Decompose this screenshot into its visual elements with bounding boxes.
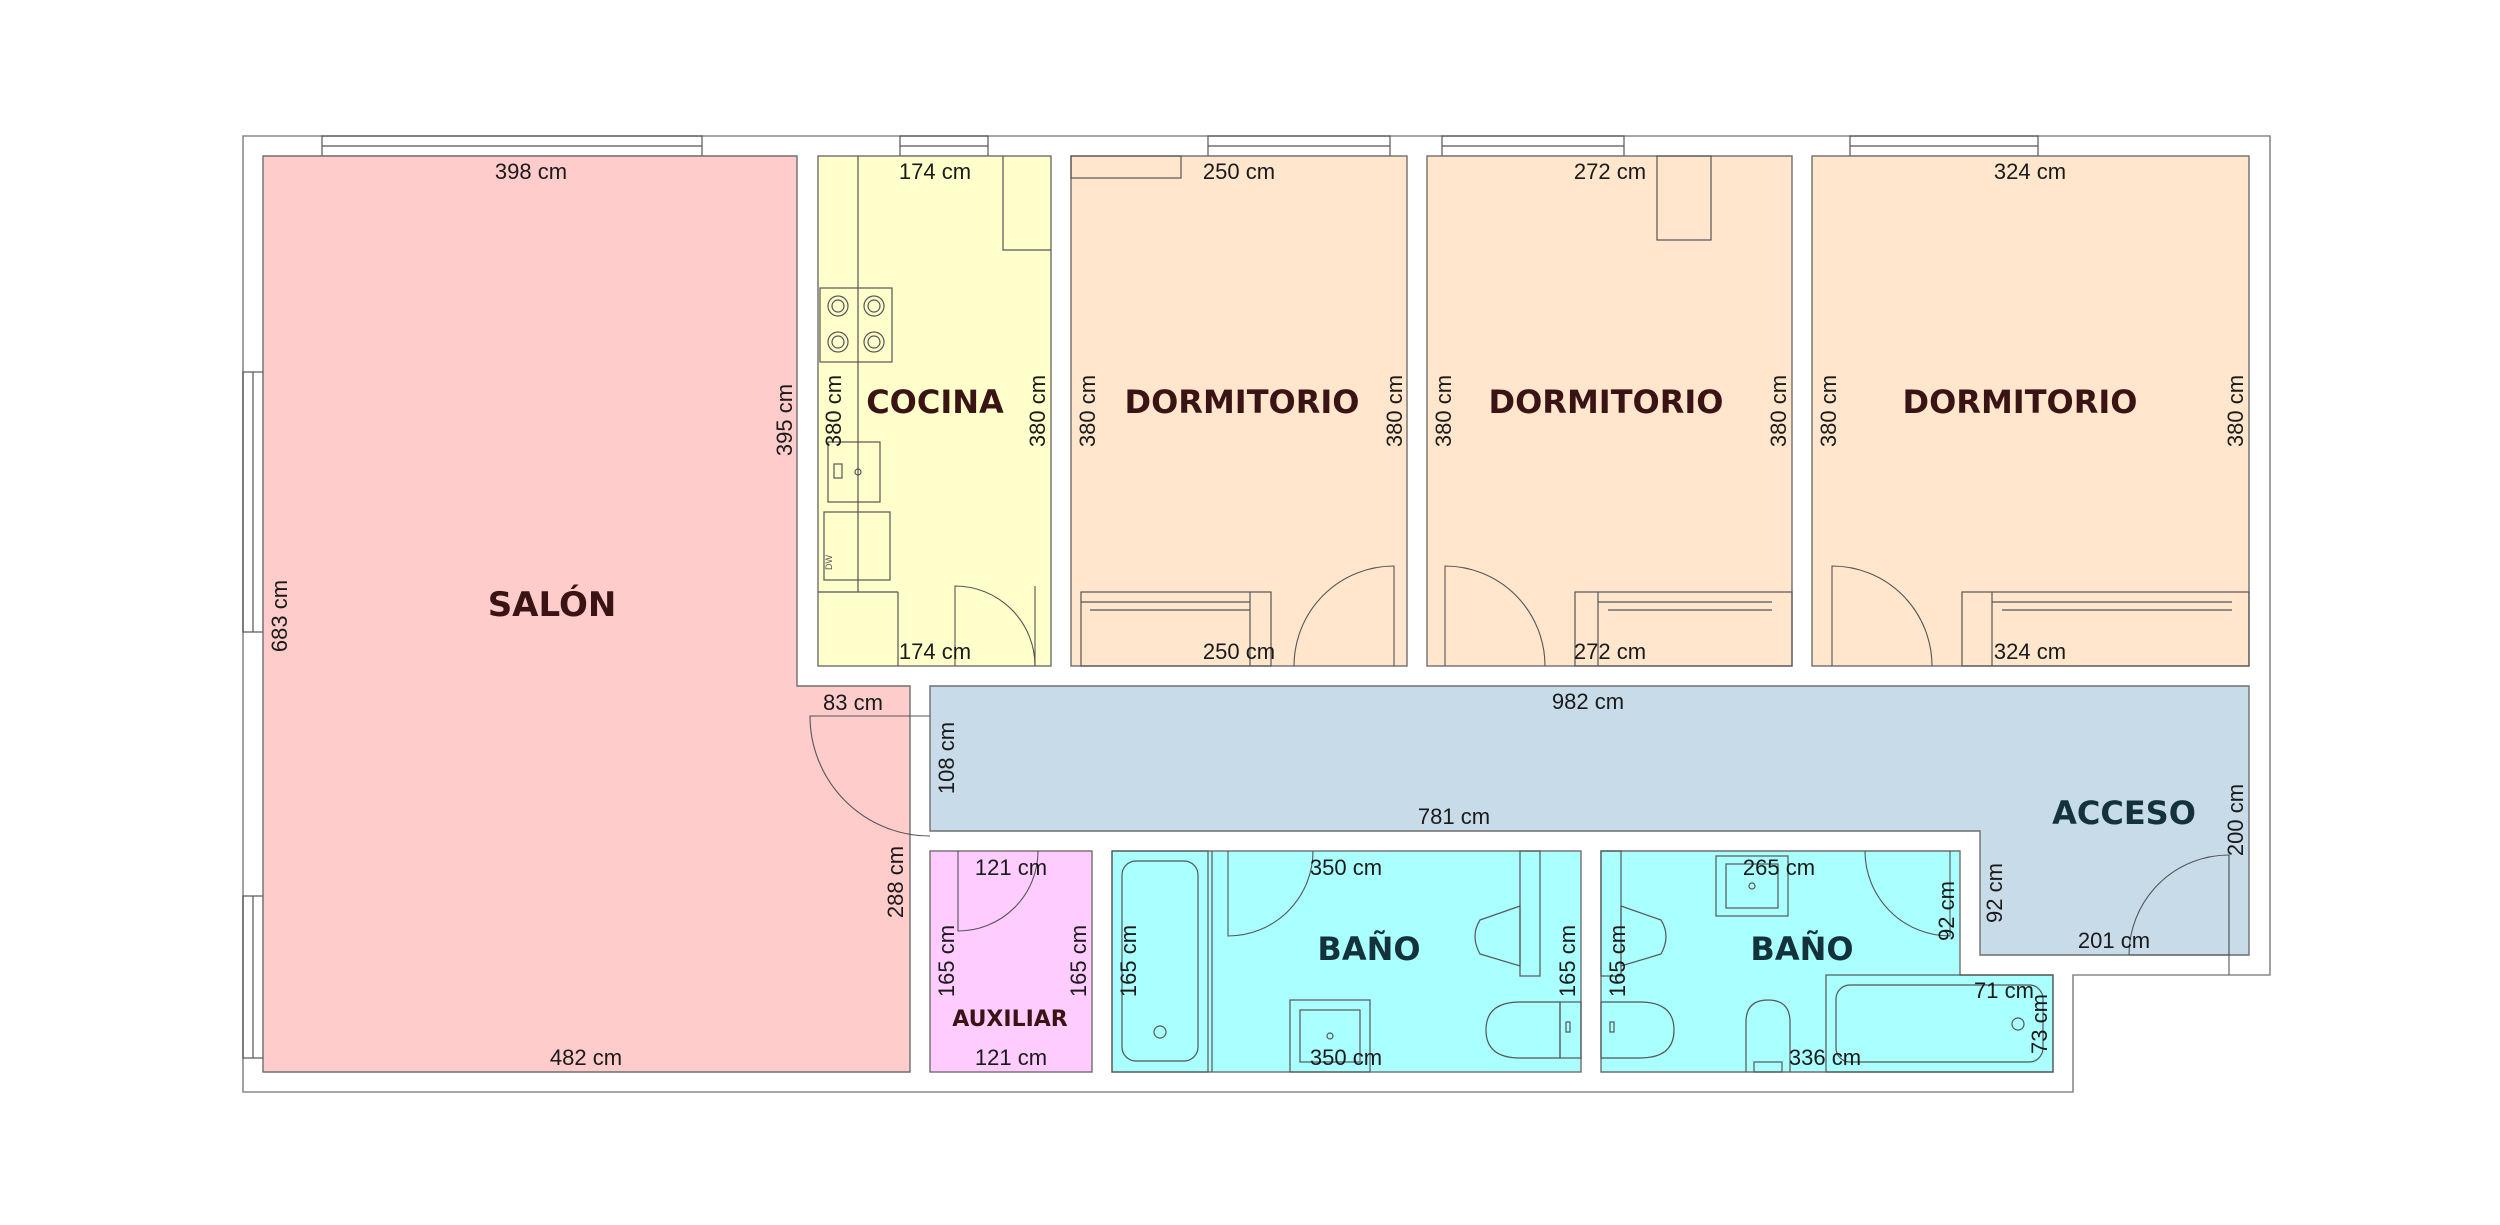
dim-dorm1-top: 250 cm xyxy=(1203,159,1275,184)
dim-salon-top: 398 cm xyxy=(495,159,567,184)
dim-salon-right-upper: 395 cm xyxy=(772,384,797,456)
bidet-1 xyxy=(1474,905,1521,967)
wardrobe-2 xyxy=(1574,591,1793,667)
dim-bano1-left: 165 cm xyxy=(1116,925,1141,997)
dim-aux-top: 121 cm xyxy=(975,855,1047,880)
dim-dorm2-top: 272 cm xyxy=(1574,159,1646,184)
dorm2-door xyxy=(1444,565,1546,667)
toilet-1 xyxy=(1485,1001,1561,1059)
salon-door xyxy=(809,715,931,837)
bathtub-2 xyxy=(1825,974,2054,1073)
dim-dorm3-right: 380 cm xyxy=(2223,375,2248,447)
label-dormitorio-2: DORMITORIO xyxy=(1489,383,1724,421)
bidet-2 xyxy=(1620,905,1667,967)
toilet-2 xyxy=(1600,1001,1675,1059)
dim-acceso-top: 982 cm xyxy=(1552,689,1624,714)
dim-dorm1-bottom: 250 cm xyxy=(1203,639,1275,664)
auxiliar-door xyxy=(957,850,1039,932)
dim-dorm2-bottom: 272 cm xyxy=(1574,639,1646,664)
dim-bano1-right: 165 cm xyxy=(1555,925,1580,997)
bathtub-1 xyxy=(1111,850,1209,1073)
dim-bano2-ext-top: 71 cm xyxy=(1974,978,2034,1003)
dim-aux-left: 165 cm xyxy=(934,925,959,997)
dim-acceso-bottom: 201 cm xyxy=(2078,928,2150,953)
dim-acceso-right: 200 cm xyxy=(2223,784,2248,856)
room-acceso[interactable] xyxy=(929,685,2250,956)
dim-bano2-ext-right: 73 cm xyxy=(2027,994,2052,1054)
dorm3-fixtures xyxy=(1831,565,2250,667)
label-acceso: ACCESO xyxy=(2052,794,2196,832)
dim-dorm3-left: 380 cm xyxy=(1816,375,1841,447)
room-cocina[interactable] xyxy=(817,155,1052,667)
dim-aux-right: 165 cm xyxy=(1066,925,1091,997)
bano1-door xyxy=(1227,850,1314,937)
dim-dorm1-right: 380 cm xyxy=(1382,375,1407,447)
room-salon[interactable] xyxy=(262,155,911,1073)
label-auxiliar: AUXILIAR xyxy=(952,1007,1068,1032)
dim-aux-bottom: 121 cm xyxy=(975,1045,1047,1070)
dim-bano1-bottom: 350 cm xyxy=(1310,1045,1382,1070)
entrance-door xyxy=(2128,854,2230,956)
dim-dorm1-left: 380 cm xyxy=(1075,375,1100,447)
washbasin-2 xyxy=(1715,855,1789,917)
dorm3-door xyxy=(1831,565,1933,667)
room-auxiliar[interactable] xyxy=(929,850,1093,1073)
dim-salon-left: 683 cm xyxy=(267,580,292,652)
dim-dorm3-top: 324 cm xyxy=(1994,159,2066,184)
bano2-fixtures xyxy=(1600,850,2054,1073)
label-cocina: COCINA xyxy=(866,383,1004,421)
dim-bano2-bottom: 336 cm xyxy=(1789,1045,1861,1070)
dim-cocina-top: 174 cm xyxy=(899,159,971,184)
label-dormitorio-3: DORMITORIO xyxy=(1903,383,2138,421)
room-dormitorio-2[interactable] xyxy=(1426,155,1793,667)
dim-dorm2-left: 380 cm xyxy=(1431,375,1456,447)
cooktop-icon xyxy=(819,287,893,363)
dim-bano1-top: 350 cm xyxy=(1310,855,1382,880)
washbasin-1 xyxy=(1289,999,1371,1073)
toilet-3 xyxy=(1745,999,1791,1072)
room-dormitorio-1[interactable] xyxy=(1070,155,1408,667)
dorm2-fixtures xyxy=(1444,155,1793,667)
dim-salon-bottom: 482 cm xyxy=(550,1045,622,1070)
dim-cocina-right: 380 cm xyxy=(1025,375,1050,447)
dim-bano2-top: 265 cm xyxy=(1743,855,1815,880)
dim-acceso-middle: 781 cm xyxy=(1418,804,1490,829)
dim-dorm3-bottom: 324 cm xyxy=(1994,639,2066,664)
label-dormitorio-1: DORMITORIO xyxy=(1125,383,1360,421)
kitchen-fixtures: DW xyxy=(818,156,1051,667)
label-bano-1: BAÑO xyxy=(1317,930,1420,968)
outer-wall xyxy=(242,135,2271,1093)
dim-bano2-left: 165 cm xyxy=(1605,925,1630,997)
bano2-door xyxy=(1864,850,1951,937)
label-salon: SALÓN xyxy=(488,584,617,625)
dishwasher-icon xyxy=(823,511,891,581)
dim-acceso-step: 92 cm xyxy=(1982,863,2007,923)
bano1-fixtures xyxy=(1111,850,1582,1073)
cocina-door xyxy=(954,585,1036,667)
dim-salon-right-lower: 288 cm xyxy=(883,846,908,918)
dim-cocina-left: 380 cm xyxy=(821,375,846,447)
dorm1-fixtures xyxy=(1070,155,1395,667)
wardrobe-1 xyxy=(1080,591,1272,667)
dim-salon-notch: 83 cm xyxy=(823,690,883,715)
sink-icon xyxy=(827,441,881,503)
dim-acceso-left: 108 cm xyxy=(934,722,959,794)
wardrobe-3 xyxy=(1961,591,2250,667)
dim-cocina-bottom: 174 cm xyxy=(899,639,971,664)
label-bano-2: BAÑO xyxy=(1750,930,1853,968)
dishwasher-label: DW xyxy=(824,555,834,570)
dim-dorm2-right: 380 cm xyxy=(1766,375,1791,447)
dorm1-door xyxy=(1293,565,1395,667)
dim-bano2-step: 92 cm xyxy=(1934,881,1959,941)
